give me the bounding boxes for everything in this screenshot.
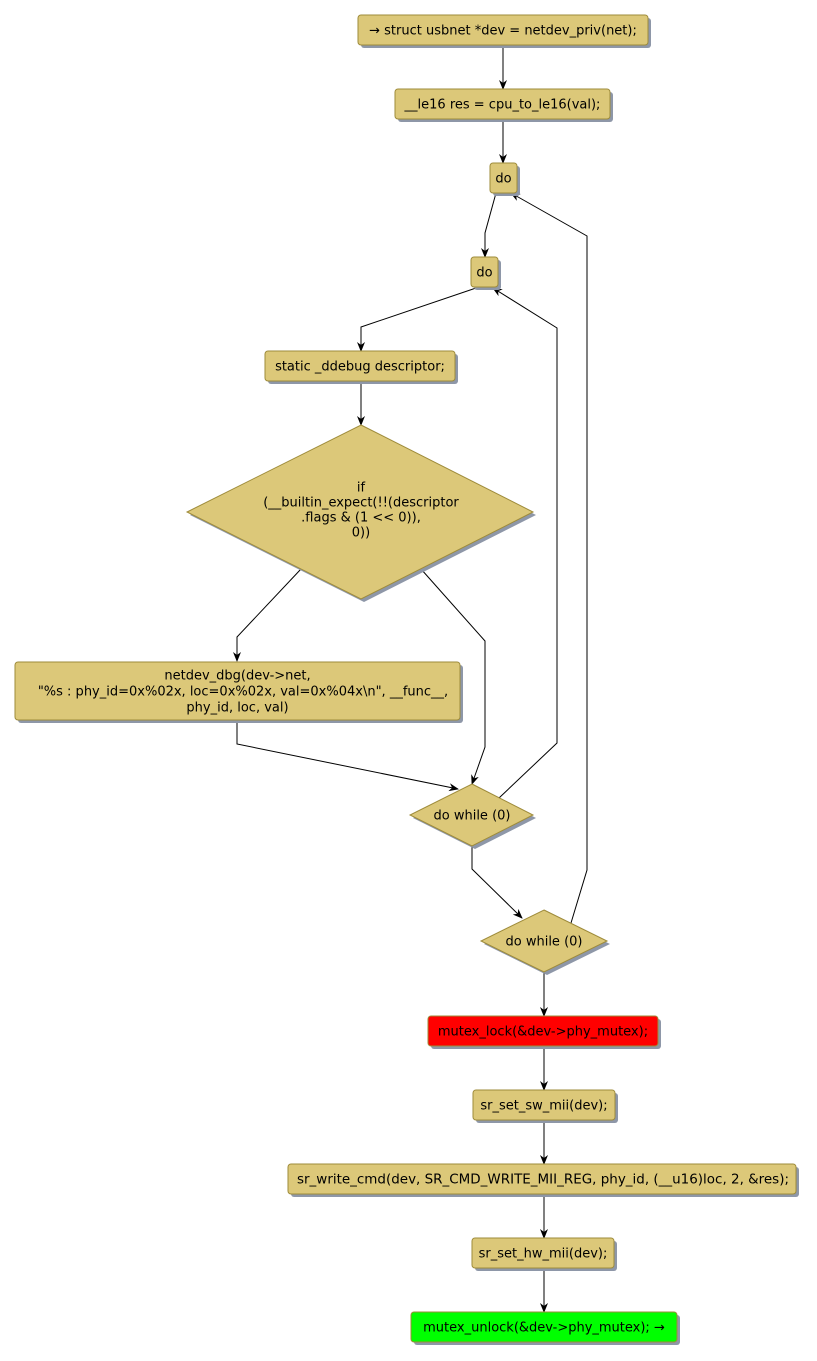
edge-do-outer-to-do-inner — [481, 192, 497, 258]
node-do-inner-label: do — [476, 266, 492, 281]
edge-if-to-netdev-dbg — [233, 568, 302, 662]
node-netdev-dbg-line-2: "%s : phy_id=0x%02x, loc=0x%02x, val=0x%… — [38, 685, 448, 700]
node-while-inner: do while (0) — [408, 783, 536, 849]
node-if-condition-line-1: if — [357, 481, 366, 496]
node-while-inner-label: do while (0) — [434, 809, 511, 824]
node-while-outer: do while (0) — [479, 909, 610, 975]
node-write-cmd: sr_write_cmd(dev, SR_CMD_WRITE_MII_REG, … — [287, 1163, 799, 1197]
node-descriptor-decl: static _ddebug descriptor; — [264, 350, 458, 384]
node-start: → struct usbnet *dev = netdev_priv(net); — [357, 14, 651, 48]
node-do-inner: do — [470, 256, 501, 290]
edge-while-outer-loop-back — [510, 192, 588, 924]
node-set-sw-mii: sr_set_sw_mii(dev); — [472, 1089, 618, 1123]
node-netdev-dbg-line-3: phy_id, loc, val) — [186, 701, 288, 716]
node-write-cmd-label: sr_write_cmd(dev, SR_CMD_WRITE_MII_REG, … — [297, 1173, 789, 1188]
node-set-hw-mii-label: sr_set_hw_mii(dev); — [479, 1247, 608, 1262]
node-res-decl-label: __le16 res = cpu_to_le16(val); — [404, 98, 601, 113]
node-if-condition-line-2: (__builtin_expect(!!(descriptor — [263, 496, 459, 511]
edge-while-inner-loop-back — [492, 287, 558, 799]
edge-do-inner-to-descriptor — [357, 286, 480, 352]
node-netdev-dbg-line-1: netdev_dbg(dev->net, — [164, 669, 310, 684]
node-if-condition: if (__builtin_expect(!!(descriptor .flag… — [185, 424, 536, 602]
edge-netdev-dbg-to-while-inner — [236, 721, 459, 792]
node-do-outer-label: do — [495, 172, 511, 187]
node-if-condition-line-3: .flags & (1 << 0)), — [301, 511, 421, 526]
node-mutex-lock: mutex_lock(&dev->phy_mutex); — [427, 1015, 661, 1049]
node-if-condition-line-4: 0)) — [352, 526, 370, 541]
node-while-outer-label: do while (0) — [506, 935, 583, 950]
node-set-hw-mii: sr_set_hw_mii(dev); — [471, 1237, 617, 1271]
node-netdev-dbg: netdev_dbg(dev->net, "%s : phy_id=0x%02x… — [14, 661, 463, 723]
node-res-decl: __le16 res = cpu_to_le16(val); — [394, 88, 613, 122]
node-set-sw-mii-label: sr_set_sw_mii(dev); — [480, 1099, 607, 1114]
node-start-label: → struct usbnet *dev = netdev_priv(net); — [369, 24, 637, 39]
node-mutex-unlock: mutex_unlock(&dev->phy_mutex); → — [410, 1311, 680, 1345]
edge-if-to-while-inner — [420, 568, 486, 785]
node-mutex-lock-label: mutex_lock(&dev->phy_mutex); — [438, 1025, 648, 1040]
node-mutex-unlock-label: mutex_unlock(&dev->phy_mutex); → — [423, 1321, 665, 1336]
node-do-outer: do — [489, 162, 520, 196]
node-descriptor-decl-label: static _ddebug descriptor; — [275, 360, 445, 375]
edge-while-inner-to-while-outer — [471, 847, 523, 919]
edges — [233, 45, 588, 1313]
